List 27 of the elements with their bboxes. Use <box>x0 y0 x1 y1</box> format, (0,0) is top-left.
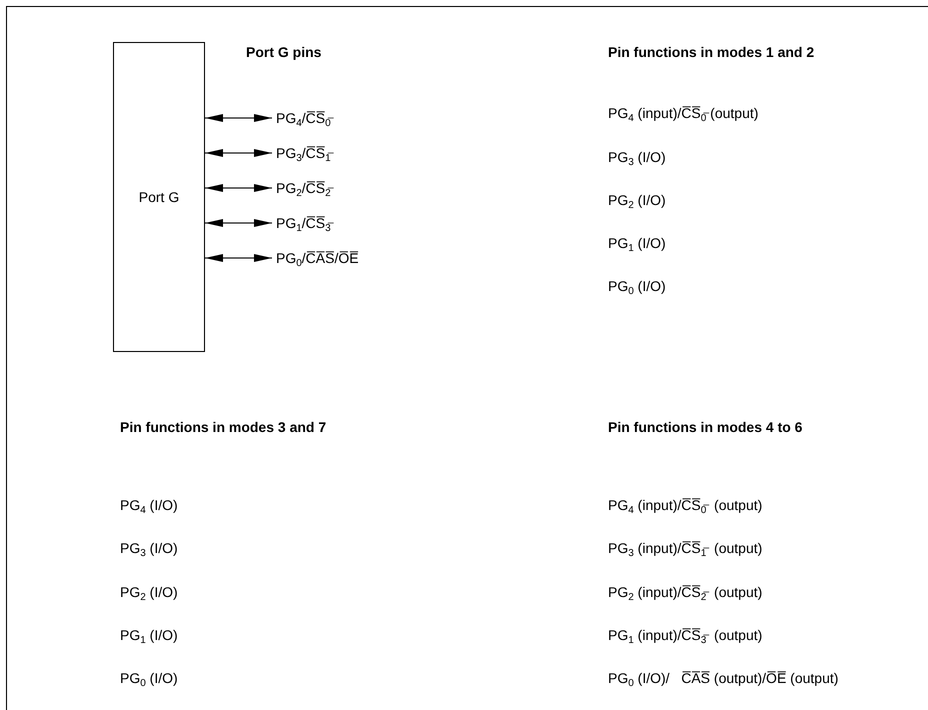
pin-function: PG$_{2}$ (input)/C̅S̅$_{2̅}$ (output) <box>608 583 762 602</box>
pin-function: PG$_{0}$ (I/O) <box>120 669 178 688</box>
section-heading: Pin functions in modes 4 to 6 <box>608 418 802 437</box>
pin-name: PG$_{0}$/C̅A̅S̅/O̅E̅ <box>276 248 359 268</box>
pin-function: PG$_{4}$ (I/O) <box>120 496 178 515</box>
pin-function: PG$_{1}$ (input)/C̅S̅$_{3̅}$ (output) <box>608 626 762 645</box>
pin-function: PG$_{3}$ (input)/C̅S̅$_{1̅}$ (output) <box>608 539 762 558</box>
pin-function: PG$_{1}$ (I/O) <box>608 234 666 253</box>
double-arrow <box>204 184 272 192</box>
pin-function: PG$_{4}$ (input)/C̅S̅$_{0̅}$ (output) <box>608 496 762 515</box>
pin-function: PG$_{2}$ (I/O) <box>608 191 666 210</box>
double-arrow <box>204 254 272 262</box>
double-arrow <box>204 219 272 227</box>
pin-function: PG$_{0}$ (I/O)/ C̅A̅S̅ (output)/O̅E̅ (output) <box>608 669 838 688</box>
pin-function: PG$_{4}$ (input)/C̅S̅$_{0̅}$ (output) <box>608 104 758 123</box>
pin-function: PG$_{2}$ (I/O) <box>120 583 178 602</box>
pin-function: PG$_{3}$ (I/O) <box>120 539 178 558</box>
double-arrow <box>204 114 272 122</box>
port-name: Port G <box>138 188 180 207</box>
pin-function: PG$_{0}$ (I/O) <box>608 277 666 296</box>
section-heading: Pin functions in modes 3 and 7 <box>120 418 326 437</box>
port-block <box>113 42 205 352</box>
section-heading: Port G pins <box>246 43 322 62</box>
pin-function: PG$_{1}$ (I/O) <box>120 626 178 645</box>
pin-function: PG$_{3}$ (I/O) <box>608 148 666 167</box>
double-arrow <box>204 149 272 157</box>
section-heading: Pin functions in modes 1 and 2 <box>608 43 814 62</box>
